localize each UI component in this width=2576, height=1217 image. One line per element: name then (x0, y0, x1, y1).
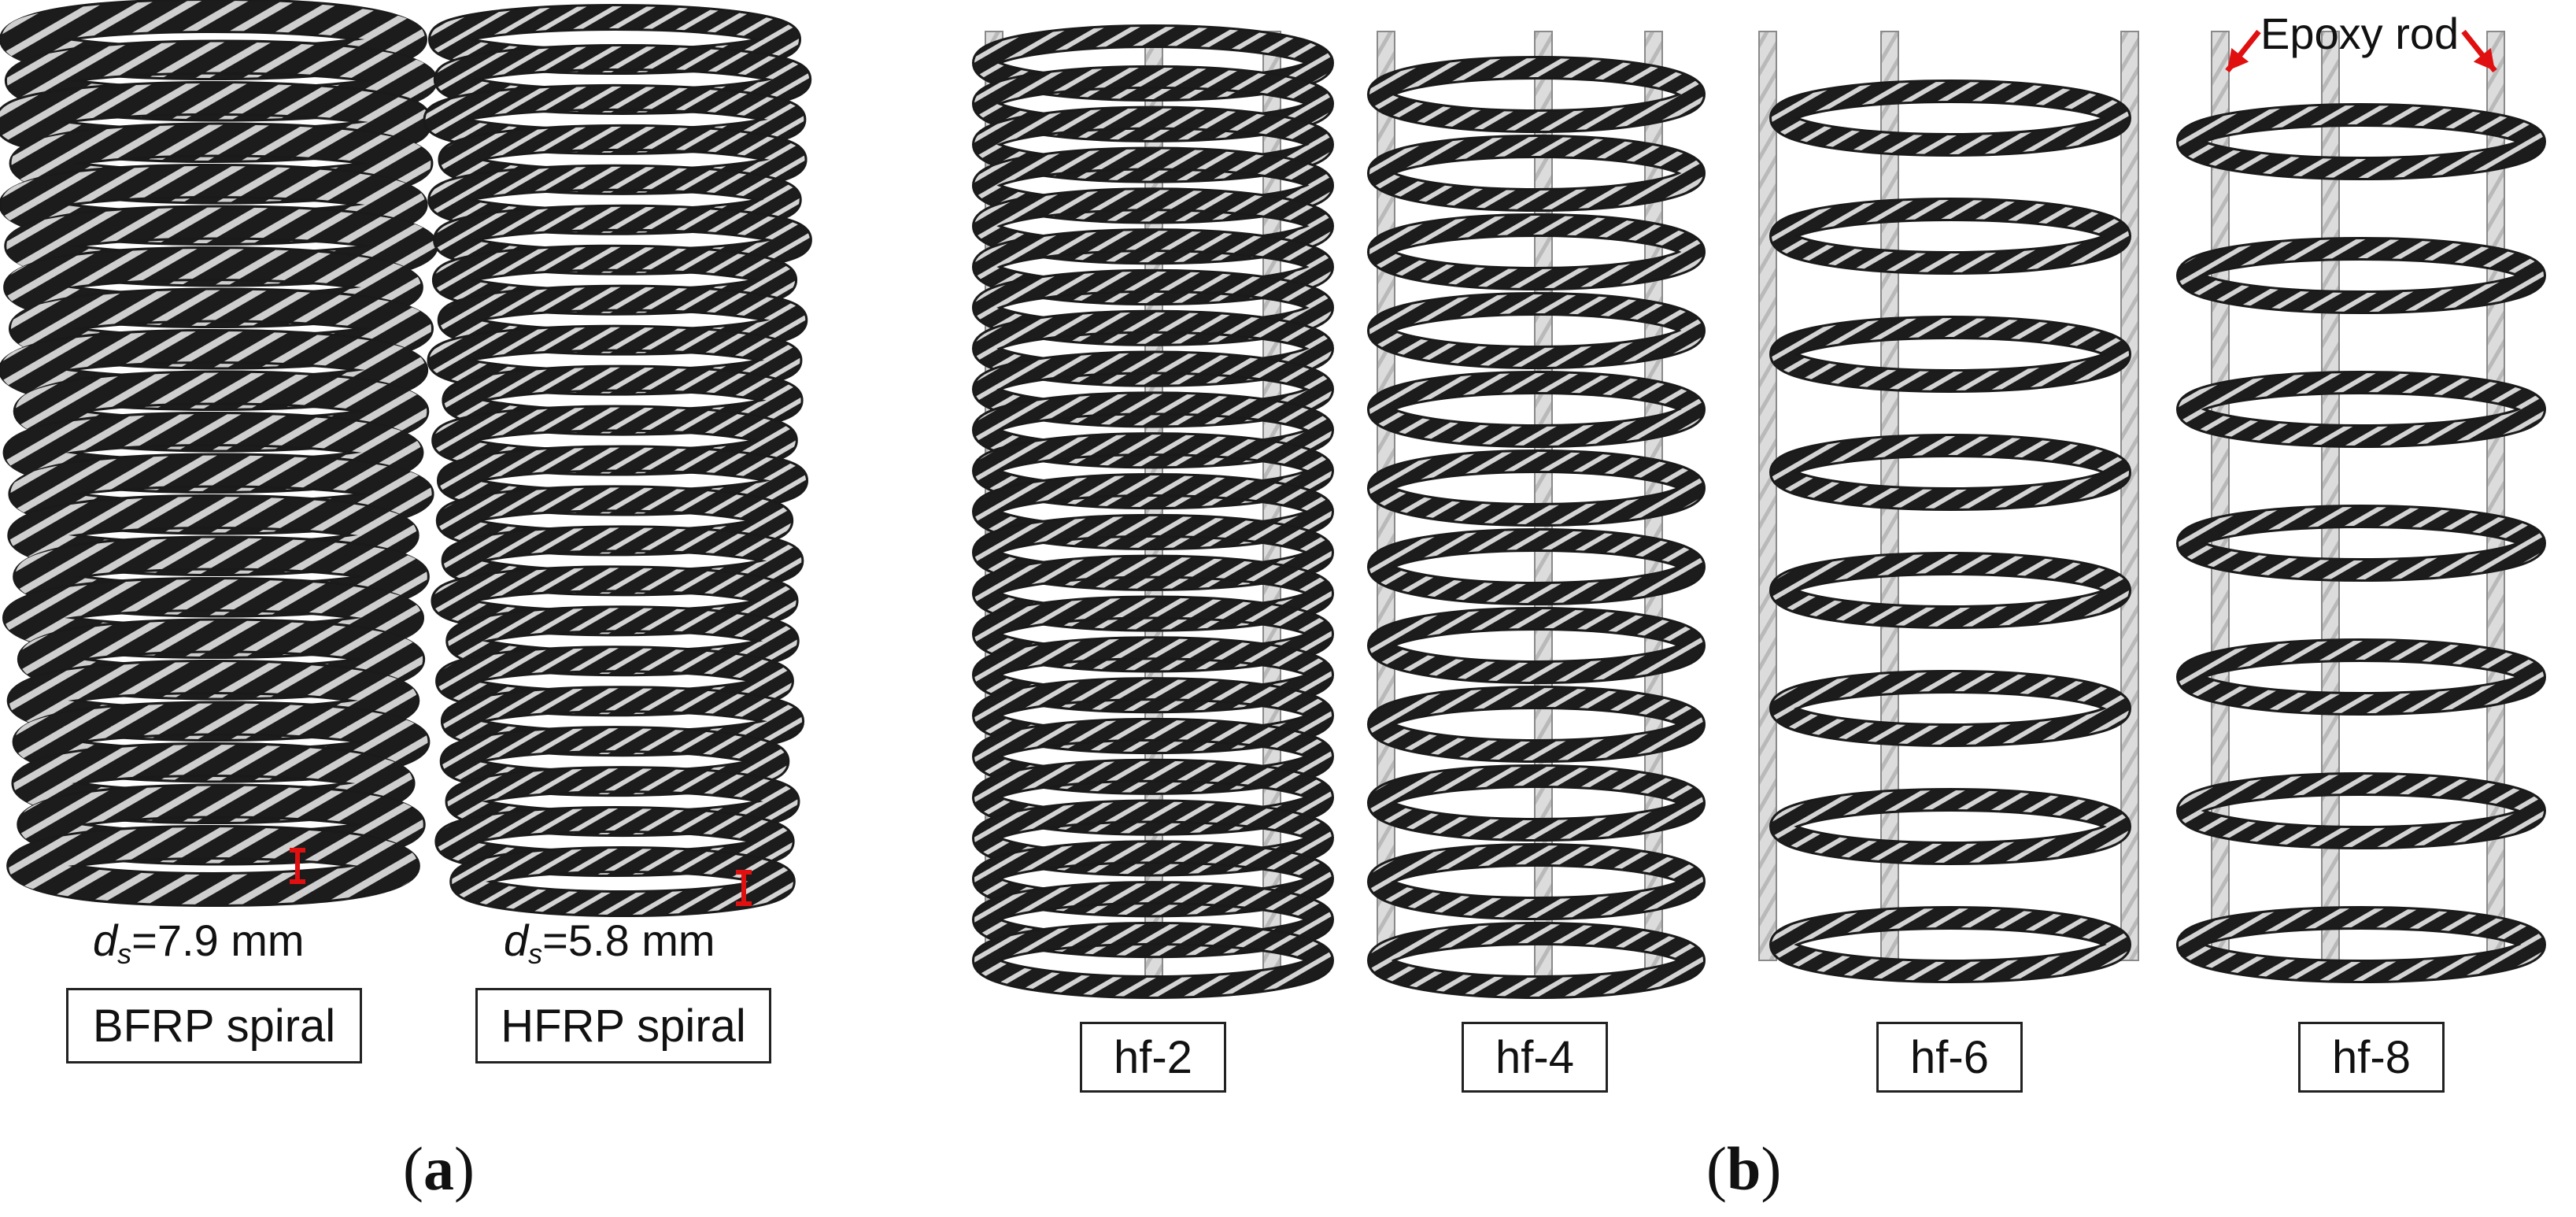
cage-coil (1369, 216, 1703, 288)
cage-coil (2179, 105, 2544, 178)
cage-coil (1369, 924, 1703, 997)
hfrp-diameter-label: ds=5.8 mm (504, 915, 715, 971)
cage-coil (974, 719, 1332, 793)
cage-hf-2 (972, 24, 1334, 999)
cage-coil (1772, 908, 2129, 981)
cage-coil (1369, 767, 1703, 839)
cage-caption-hf-2: hf-2 (1080, 1022, 1226, 1093)
epoxy-rod-arrow-1 (2225, 29, 2261, 73)
cage-coil (1772, 200, 2129, 272)
cage-hf-6 (1769, 80, 2131, 983)
cage-coil (974, 67, 1332, 140)
cage-hf-4 (1367, 56, 1706, 999)
cage-coil (2179, 641, 2544, 713)
cage-coil (974, 883, 1332, 956)
cage-coil (974, 27, 1332, 99)
cage-coil (974, 190, 1332, 263)
panel-a-label: (a) (403, 1134, 475, 1204)
cage-coil (974, 231, 1332, 304)
cage-coil (974, 312, 1332, 385)
cage-coil (974, 557, 1332, 630)
cage-coil (1772, 554, 2129, 627)
panel-b (972, 24, 2546, 999)
bfrp-diameter-marker (290, 848, 305, 884)
cage-coil (1772, 436, 2129, 509)
bfrp-spiral (0, 0, 438, 907)
bfrp-diameter-label: ds=7.9 mm (93, 915, 305, 971)
bfrp-spiral-caption: BFRP spiral (66, 988, 362, 1063)
cage-coil (974, 108, 1332, 181)
cage-coil (974, 435, 1332, 508)
arrow-head (2227, 47, 2249, 71)
cage-caption-hf-6: hf-6 (1876, 1022, 2023, 1093)
cage-coil (1369, 531, 1703, 603)
bfrp-diameter-value: =7.9 mm (131, 916, 305, 965)
cage-coil (974, 516, 1332, 589)
hfrp-spiral (423, 4, 812, 917)
hfrp-spiral-caption: HFRP spiral (475, 988, 771, 1063)
panel-a (0, 0, 812, 917)
epoxy-rod-arrows (2225, 29, 2497, 73)
bfrp-diameter-symbol: d (93, 916, 118, 965)
cage-coil (1369, 137, 1703, 209)
spiral-coil (452, 849, 793, 915)
cage-coil (1772, 790, 2129, 863)
cage-coil (2179, 373, 2544, 446)
hfrp-diameter-marker (736, 870, 752, 906)
cage-coil (1369, 373, 1703, 446)
cage-coil (974, 353, 1332, 426)
hfrp-diameter-sub: s (528, 938, 543, 970)
panel-a-close-paren: ) (453, 1134, 475, 1203)
cage-coil (2179, 775, 2544, 847)
cage-coil (1772, 672, 2129, 745)
cage-coil (1369, 58, 1703, 131)
panel-b-letter: b (1726, 1134, 1761, 1203)
epoxy-rod (1758, 31, 1777, 961)
epoxy-rod-annotation: Epoxy rod (2260, 9, 2460, 58)
cage-coil (1369, 452, 1703, 524)
panel-a-letter: a (423, 1134, 454, 1203)
cage-coil (974, 801, 1332, 875)
cage-coil (2179, 507, 2544, 579)
panel-b-close-paren: ) (1761, 1134, 1782, 1203)
cage-coil (2179, 239, 2544, 312)
cage-hf-8 (2176, 103, 2546, 983)
cage-coil (974, 842, 1332, 916)
cage-coil (1772, 82, 2129, 154)
cage-coil (974, 597, 1332, 671)
spiral-coil (9, 827, 418, 904)
cage-coil (974, 149, 1332, 222)
panel-b-open-paren: ( (1706, 1134, 1727, 1203)
bfrp-diameter-sub: s (117, 938, 132, 970)
cage-coil (974, 679, 1332, 753)
cage-coil (1369, 688, 1703, 760)
cage-coil (974, 271, 1332, 344)
arrow-head (2473, 47, 2495, 71)
cage-caption-hf-4: hf-4 (1462, 1022, 1608, 1093)
cage-caption-hf-8: hf-8 (2298, 1022, 2445, 1093)
cage-coil (1772, 318, 2129, 390)
hfrp-diameter-symbol: d (504, 916, 529, 965)
cage-coil (974, 638, 1332, 712)
cage-coil (974, 760, 1332, 834)
epoxy-rod (2120, 31, 2139, 961)
cage-coil (974, 394, 1332, 467)
panel-b-label: (b) (1706, 1134, 1781, 1204)
panel-a-open-paren: ( (403, 1134, 423, 1203)
hfrp-diameter-value: =5.8 mm (542, 916, 715, 965)
cage-coil (974, 475, 1332, 548)
cage-coil (974, 924, 1332, 997)
cage-coil (1369, 845, 1703, 918)
cage-coil (2179, 908, 2544, 981)
epoxy-rod-arrow-2 (2461, 29, 2497, 73)
cage-coil (1369, 609, 1703, 682)
cage-coil (1369, 294, 1703, 367)
